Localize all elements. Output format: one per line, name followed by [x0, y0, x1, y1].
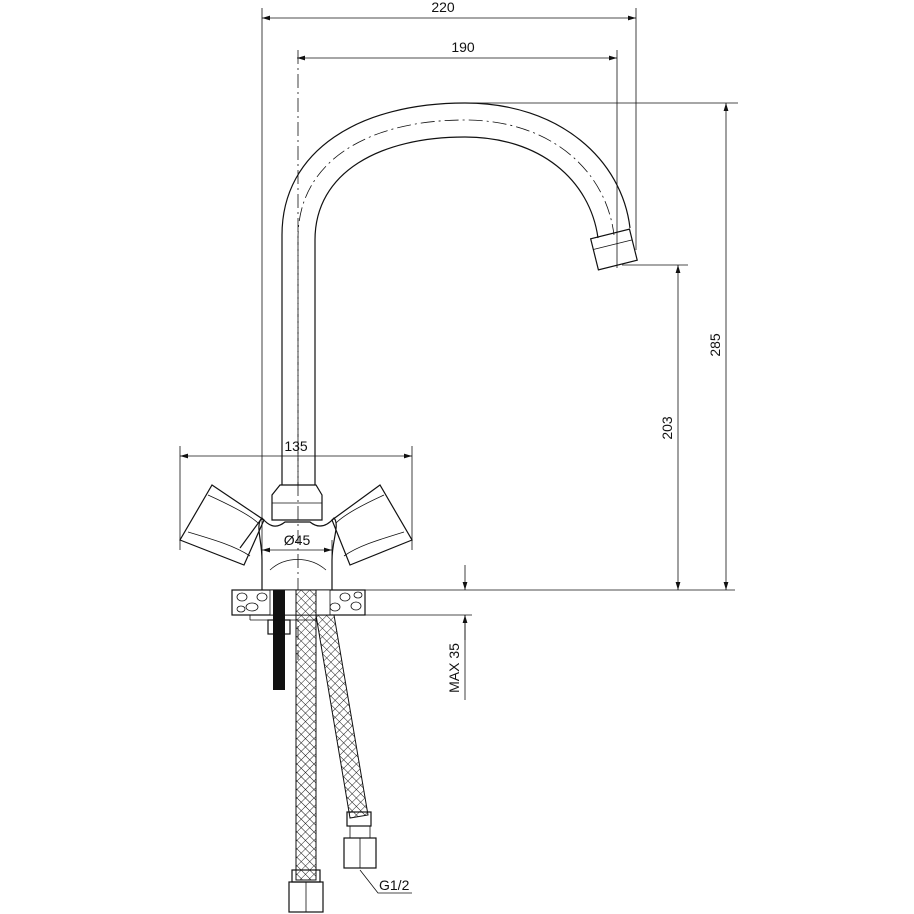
dimension-label-diameter: Ø45 — [284, 532, 311, 548]
dimension-label-max-35: MAX 35 — [446, 643, 462, 693]
dimension-label-203: 203 — [659, 416, 675, 440]
spout — [281, 102, 638, 485]
thread-callout: G1/2 — [359, 869, 412, 894]
dimension-285: 285 — [465, 102, 738, 590]
dimension-135: 135 — [179, 438, 413, 550]
dimension-label-190: 190 — [451, 39, 475, 55]
thread-label: G1/2 — [379, 877, 410, 893]
dimension-label-135: 135 — [284, 438, 308, 454]
dimension-label-220: 220 — [431, 0, 455, 15]
dimension-220: 220 — [261, 0, 637, 590]
left-handle — [179, 484, 265, 566]
dimension-label-285: 285 — [707, 333, 723, 357]
mounting-bolt — [267, 590, 291, 690]
right-handle — [331, 484, 413, 566]
dimension-diameter-45: Ø45 — [262, 532, 333, 590]
faucet-body — [258, 484, 337, 590]
hose-right — [315, 614, 377, 869]
dimension-203: 203 — [622, 264, 688, 590]
hose-left — [288, 589, 324, 913]
aerator-nozzle — [589, 228, 638, 271]
dimension-max-35: MAX 35 — [446, 565, 468, 700]
